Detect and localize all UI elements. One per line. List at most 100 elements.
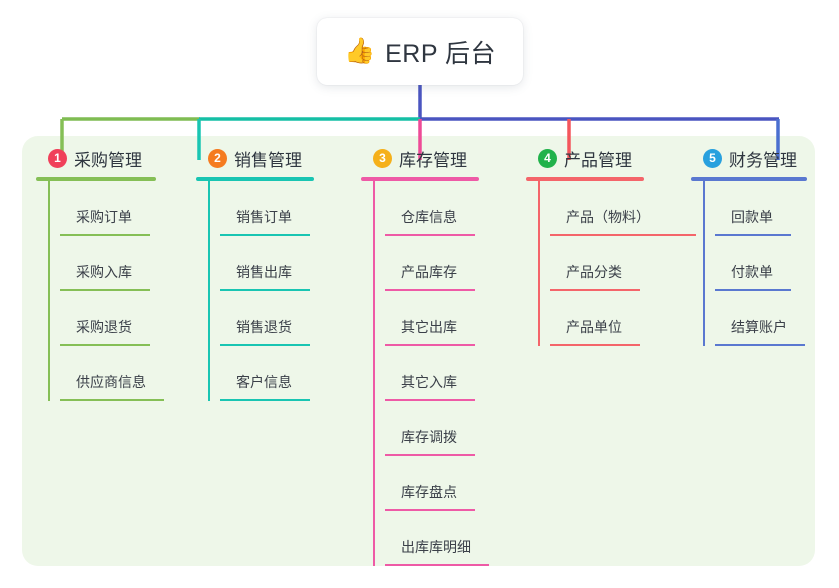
list-item[interactable]: 销售出库 bbox=[208, 236, 314, 291]
list-item-label: 其它出库 bbox=[401, 319, 457, 335]
list-item-label: 采购入库 bbox=[76, 264, 132, 280]
list-item-label: 回款单 bbox=[731, 209, 773, 225]
column-title: 财务管理 bbox=[729, 150, 797, 170]
column-number-badge: 5 bbox=[703, 148, 722, 168]
page-title: ERP 后台 bbox=[385, 39, 497, 68]
list-item-label: 结算账户 bbox=[731, 319, 787, 335]
list-item-rule bbox=[220, 289, 310, 291]
list-item-label: 产品库存 bbox=[401, 264, 457, 280]
column-header-2[interactable]: 2 销售管理 bbox=[208, 146, 314, 170]
list-item-rule bbox=[385, 344, 475, 346]
list-item[interactable]: 客户信息 bbox=[208, 346, 314, 401]
column-title: 销售管理 bbox=[234, 150, 302, 170]
list-item-rule bbox=[60, 234, 150, 236]
column-header-3[interactable]: 3 库存管理 bbox=[373, 146, 479, 170]
list-item[interactable]: 销售订单 bbox=[208, 181, 314, 236]
column-title: 库存管理 bbox=[399, 150, 467, 170]
column-header-rule bbox=[36, 177, 156, 181]
list-item-rule bbox=[715, 289, 791, 291]
column-header-rule bbox=[691, 177, 807, 181]
content-panel bbox=[22, 136, 815, 566]
list-item-label: 其它入库 bbox=[401, 374, 457, 390]
list-item[interactable]: 采购订单 bbox=[48, 181, 156, 236]
list-item[interactable]: 产品库存 bbox=[373, 236, 479, 291]
list-item-label: 采购退货 bbox=[76, 319, 132, 335]
list-item-rule bbox=[385, 399, 475, 401]
list-item-rule bbox=[60, 344, 150, 346]
list-item-label: 产品分类 bbox=[566, 264, 622, 280]
list-item-rule bbox=[385, 509, 475, 511]
list-item-label: 产品单位 bbox=[566, 319, 622, 335]
list-item-label: 销售出库 bbox=[236, 264, 292, 280]
list-item-rule bbox=[385, 454, 475, 456]
branch-column-5: 5 财务管理回款单付款单结算账户 bbox=[691, 146, 807, 346]
list-item-label: 采购订单 bbox=[76, 209, 132, 225]
column-title: 采购管理 bbox=[74, 150, 142, 170]
list-item-label: 库存调拨 bbox=[401, 429, 457, 445]
list-item-label: 付款单 bbox=[731, 264, 773, 280]
list-item[interactable]: 付款单 bbox=[703, 236, 807, 291]
list-item-rule bbox=[385, 564, 489, 566]
list-item[interactable]: 采购入库 bbox=[48, 236, 156, 291]
column-item-list: 采购订单采购入库采购退货供应商信息 bbox=[36, 181, 164, 401]
list-item[interactable]: 供应商信息 bbox=[48, 346, 164, 401]
list-item-label: 供应商信息 bbox=[76, 374, 146, 390]
list-item-rule bbox=[385, 234, 475, 236]
list-item-rule bbox=[60, 289, 150, 291]
list-item-label: 销售订单 bbox=[236, 209, 292, 225]
list-item[interactable]: 库存调拨 bbox=[373, 401, 479, 456]
column-header-5[interactable]: 5 财务管理 bbox=[703, 146, 807, 170]
list-item-rule bbox=[550, 289, 640, 291]
column-header-rule bbox=[361, 177, 479, 181]
list-item-label: 仓库信息 bbox=[401, 209, 457, 225]
list-item[interactable]: 其它入库 bbox=[373, 346, 479, 401]
list-item[interactable]: 采购退货 bbox=[48, 291, 156, 346]
list-item[interactable]: 结算账户 bbox=[703, 291, 807, 346]
list-item-rule bbox=[385, 289, 475, 291]
list-item[interactable]: 出库库明细 bbox=[373, 511, 489, 566]
column-number-badge: 1 bbox=[48, 148, 67, 168]
column-title: 产品管理 bbox=[564, 150, 632, 170]
column-header-rule bbox=[526, 177, 644, 181]
list-item-rule bbox=[715, 344, 805, 346]
column-number-badge: 2 bbox=[208, 148, 227, 168]
list-item[interactable]: 产品（物料） bbox=[538, 181, 696, 236]
list-item[interactable]: 回款单 bbox=[703, 181, 807, 236]
list-item[interactable]: 其它出库 bbox=[373, 291, 479, 346]
list-item-rule bbox=[60, 399, 164, 401]
column-spine bbox=[208, 181, 210, 401]
list-item-rule bbox=[715, 234, 791, 236]
branch-column-2: 2 销售管理销售订单销售出库销售退货客户信息 bbox=[196, 146, 314, 401]
list-item-label: 客户信息 bbox=[236, 374, 292, 390]
list-item-label: 库存盘点 bbox=[401, 484, 457, 500]
thumbs-up-icon: 👍 bbox=[343, 37, 376, 65]
branch-column-1: 1 采购管理采购订单采购入库采购退货供应商信息 bbox=[36, 146, 164, 401]
list-item-label: 产品（物料） bbox=[566, 209, 650, 225]
column-spine bbox=[538, 181, 540, 346]
list-item-rule bbox=[550, 344, 640, 346]
column-header-rule bbox=[196, 177, 314, 181]
list-item-label: 出库库明细 bbox=[401, 539, 471, 555]
list-item[interactable]: 库存盘点 bbox=[373, 456, 479, 511]
column-spine bbox=[373, 181, 375, 566]
list-item[interactable]: 销售退货 bbox=[208, 291, 314, 346]
column-header-1[interactable]: 1 采购管理 bbox=[48, 146, 156, 170]
column-item-list: 回款单付款单结算账户 bbox=[691, 181, 807, 346]
list-item[interactable]: 仓库信息 bbox=[373, 181, 479, 236]
column-item-list: 仓库信息产品库存其它出库其它入库库存调拨库存盘点出库库明细 bbox=[361, 181, 489, 566]
list-item[interactable]: 产品单位 bbox=[538, 291, 644, 346]
column-item-list: 销售订单销售出库销售退货客户信息 bbox=[196, 181, 314, 401]
root-title-card[interactable]: 👍 ERP 后台 bbox=[317, 18, 523, 85]
list-item[interactable]: 产品分类 bbox=[538, 236, 644, 291]
list-item-rule bbox=[220, 344, 310, 346]
branch-column-3: 3 库存管理仓库信息产品库存其它出库其它入库库存调拨库存盘点出库库明细 bbox=[361, 146, 489, 566]
column-item-list: 产品（物料） 产品分类产品单位 bbox=[526, 181, 696, 346]
list-item-label: 销售退货 bbox=[236, 319, 292, 335]
column-number-badge: 3 bbox=[373, 148, 392, 168]
list-item-rule bbox=[550, 234, 696, 236]
column-spine bbox=[48, 181, 50, 401]
column-spine bbox=[703, 181, 705, 346]
